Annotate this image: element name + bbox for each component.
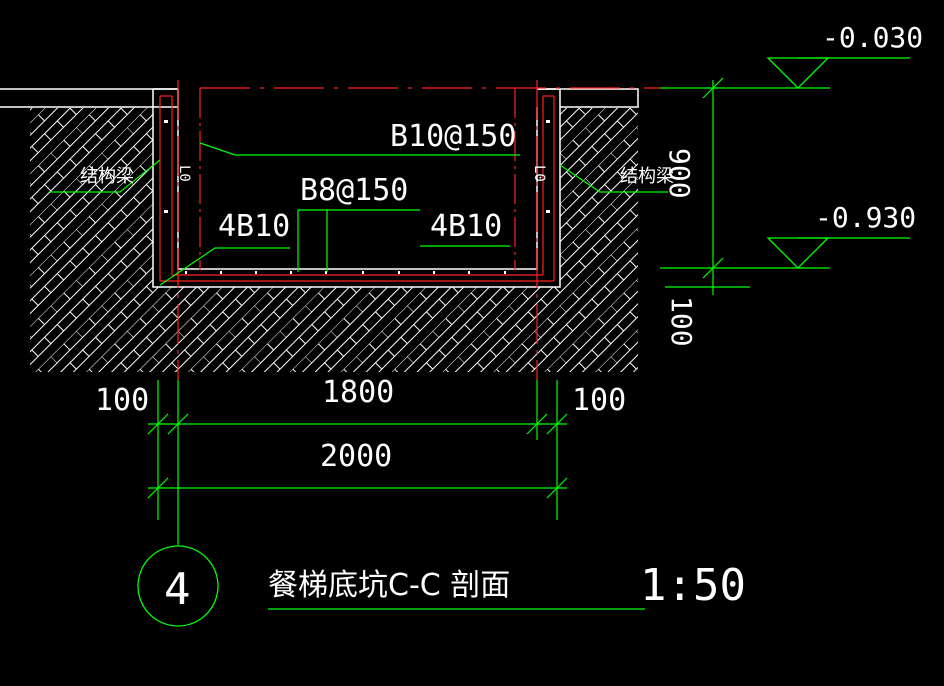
label-beam-right: 结构梁 [620, 166, 674, 187]
leader-lines [50, 142, 668, 286]
dimension-wall-right: 100 [572, 383, 626, 418]
pit-outer-outline [152, 89, 561, 288]
leader-beam-right [559, 164, 668, 193]
leader-4b10-left [159, 247, 290, 286]
level-markers [660, 57, 910, 288]
dimension-wall-left: 100 [95, 383, 149, 418]
leader-b8-150 [297, 209, 420, 272]
horizontal-dimensions [147, 380, 568, 545]
title-circle [137, 545, 219, 627]
pit-inner-outline [177, 107, 538, 270]
label-4b10-left: 4B10 [218, 209, 290, 244]
section-title: 餐梯底坑C-C 剖面 [268, 568, 510, 603]
leader-b10-150 [199, 142, 520, 156]
dimension-total-width: 2000 [320, 439, 392, 474]
level-marker-top-symbol [766, 57, 830, 89]
rebar-lines [159, 80, 660, 380]
title-block [137, 545, 645, 627]
floor-slab-right [537, 88, 639, 108]
label-b8-150: B8@150 [300, 173, 408, 208]
label-l0-right: L0 [531, 165, 547, 182]
dimension-slab: 100 [665, 296, 698, 347]
label-beam-left: 结构梁 [80, 166, 134, 187]
drawing-scale: 1:50 [640, 560, 746, 611]
leader-beam-left [50, 159, 161, 193]
annotation-text: 结构梁 结构梁 B10@150 B8@150 4B10 4B10 L0 L0 -… [80, 21, 923, 615]
label-4b10-right: 4B10 [430, 209, 502, 244]
level-bottom-value: -0.930 [815, 201, 916, 234]
level-marker-bottom-symbol [766, 237, 830, 269]
rebar-dots [164, 120, 550, 274]
floor-slab-left [0, 88, 179, 108]
detail-number: 4 [164, 564, 191, 615]
vertical-dimension [702, 77, 724, 295]
label-l0-left: L0 [176, 165, 192, 182]
level-top-value: -0.030 [822, 21, 923, 54]
soil-hatching [30, 108, 638, 372]
label-b10-150: B10@150 [390, 119, 516, 154]
dimension-inner-width: 1800 [322, 375, 394, 410]
dimension-depth: 900 [663, 148, 696, 199]
